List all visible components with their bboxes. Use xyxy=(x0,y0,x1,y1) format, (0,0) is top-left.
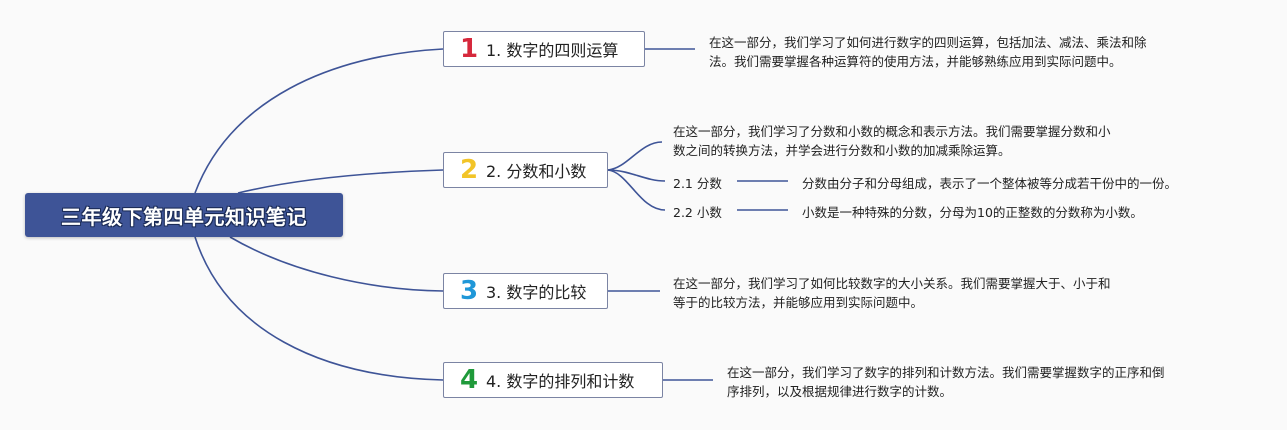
topic-label: 3. 数字的比较 xyxy=(486,283,587,302)
number-4-icon: 4 xyxy=(459,365,479,395)
edge-root-topic-3 xyxy=(229,236,444,292)
topic-label: 4. 数字的排列和计数 xyxy=(486,372,635,391)
root-title: 三年级下第四单元知识笔记 xyxy=(61,204,307,229)
number-1-icon: 1 xyxy=(459,34,479,64)
root-node[interactable]: 三年级下第四单元知识笔记 xyxy=(25,193,343,237)
topic-3-description: 在这一部分，我们学习了如何比较数字的大小关系。我们需要掌握大于、小于和 等于的比… xyxy=(673,276,1111,310)
topic-node-2[interactable]: 2 2. 分数和小数 xyxy=(443,152,608,188)
subtopic-2-1-description: 分数由分子和分母组成，表示了一个整体被等分成若干份中的一份。 xyxy=(802,176,1178,191)
topic-1-description: 在这一部分，我们学习了如何进行数字的四则运算，包括加法、减法、乘法和除 法。我们… xyxy=(709,35,1147,69)
edge-topic-2-desc xyxy=(607,141,663,171)
edge-root-topic-2 xyxy=(237,169,444,194)
edge-root-topic-4 xyxy=(194,236,444,381)
subtopic-2-2-label[interactable]: 2.2 小数 xyxy=(673,205,722,220)
topic-node-1[interactable]: 1 1. 数字的四则运算 xyxy=(443,31,645,67)
edge-root-topic-1 xyxy=(194,48,444,194)
edge-topic-2-sub-1 xyxy=(607,169,666,182)
number-2-icon: 2 xyxy=(459,155,479,185)
topic-label: 1. 数字的四则运算 xyxy=(486,41,619,60)
topic-label: 2. 分数和小数 xyxy=(486,162,587,181)
topic-node-3[interactable]: 3 3. 数字的比较 xyxy=(443,273,608,309)
number-3-icon: 3 xyxy=(459,276,479,306)
topic-2-description: 在这一部分，我们学习了分数和小数的概念和表示方法。我们需要掌握分数和小 数之间的… xyxy=(673,124,1111,158)
topic-node-4[interactable]: 4 4. 数字的排列和计数 xyxy=(443,362,663,398)
subtopic-2-1-label[interactable]: 2.1 分数 xyxy=(673,176,722,191)
subtopic-2-2-description: 小数是一种特殊的分数，分母为10的正整数的分数称为小数。 xyxy=(802,205,1143,220)
topic-4-description: 在这一部分，我们学习了数字的排列和计数方法。我们需要掌握数字的正序和倒 序排列，… xyxy=(727,365,1165,399)
edge-topic-2-sub-2 xyxy=(607,169,666,211)
